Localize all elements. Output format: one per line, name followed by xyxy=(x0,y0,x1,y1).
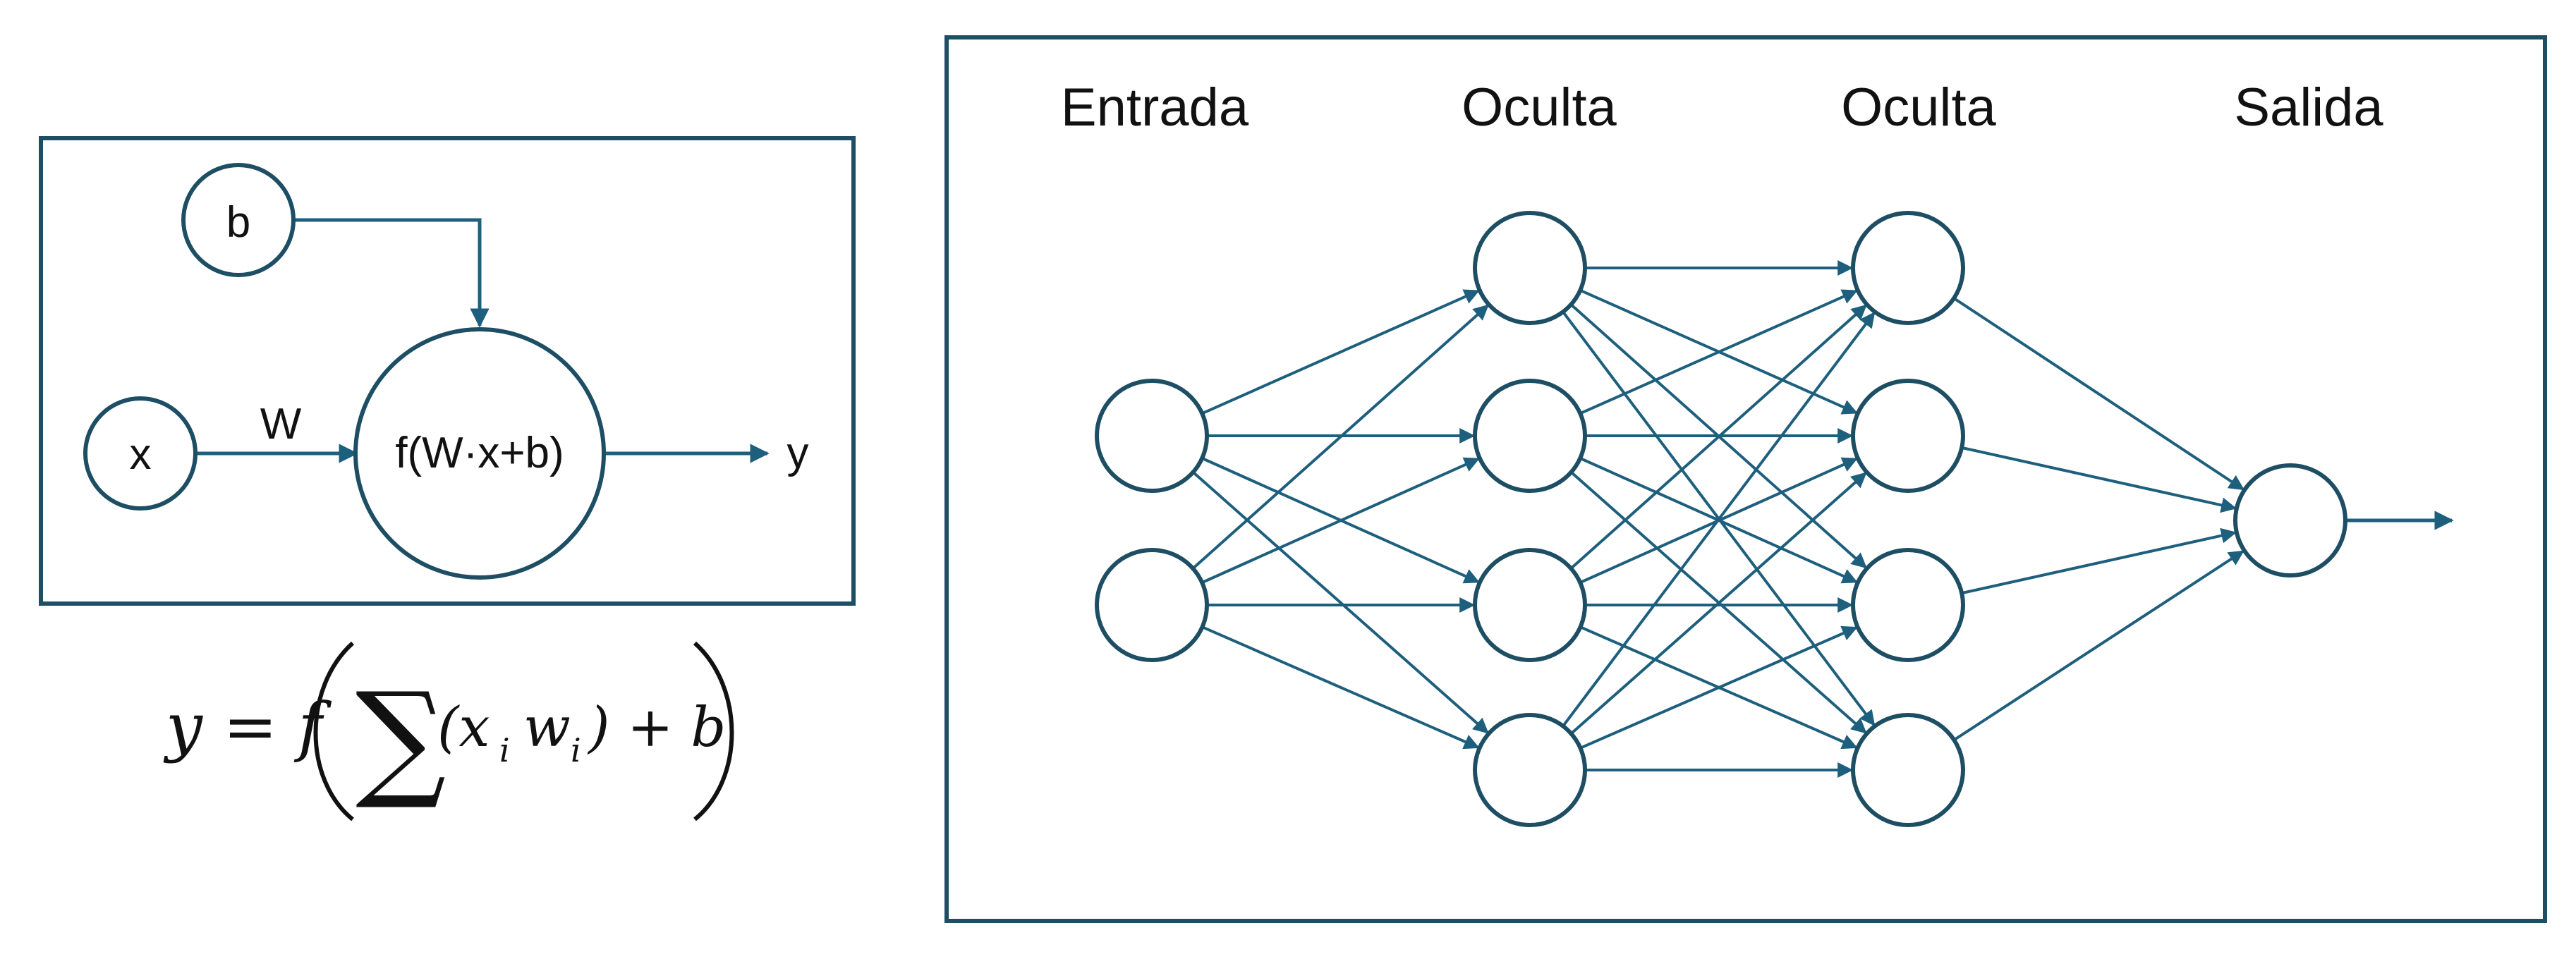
output-node-1 xyxy=(2233,463,2347,578)
formula-summation-symbol: ∑ xyxy=(356,666,446,813)
formula-right-paren xyxy=(693,641,734,821)
network-panel xyxy=(944,35,2547,923)
edge-l1-n1-to-l2-n0 xyxy=(1579,289,1858,415)
bias-to-neuron-edge xyxy=(294,218,490,328)
layer-label-output: Salida xyxy=(2234,78,2383,138)
formula-subscript-i-1: i xyxy=(499,731,510,769)
formula-tail: ) + b xyxy=(587,696,726,759)
hidden-2-node-4 xyxy=(1851,713,1965,827)
weight-label: W xyxy=(260,400,302,448)
layer-label-input: Entrada xyxy=(1061,78,1249,138)
formula-inner-open: (x xyxy=(437,696,490,759)
edge-l0-n0-to-l1-n3 xyxy=(1192,471,1489,734)
edge-l0-n1-to-l1-n1 xyxy=(1201,457,1480,584)
bias-label: b xyxy=(226,198,250,247)
hidden-2-node-3 xyxy=(1851,548,1965,662)
hidden-2-node-2 xyxy=(1851,379,1965,493)
edge-l2-n0-to-l3-n0 xyxy=(1952,297,2245,491)
edge-l0-n1-to-l1-n3 xyxy=(1201,625,1480,750)
hidden-1-node-4 xyxy=(1473,713,1587,827)
bias-node xyxy=(181,163,296,277)
network-nodes xyxy=(1095,211,2347,827)
formula-subscript-i-2: i xyxy=(571,731,581,769)
input-node xyxy=(83,396,198,511)
function-label: f(W·x+b) xyxy=(395,429,564,477)
edge-l1-n2-to-l2-n0 xyxy=(1569,304,1867,570)
input-node-1 xyxy=(1095,379,1209,493)
hidden-1-node-1 xyxy=(1473,211,1587,325)
network-layer-labels: Entrada Oculta Oculta Salida xyxy=(1061,78,2383,138)
formula-lhs: y = f xyxy=(163,689,332,764)
edge-l0-n0-to-l1-n0 xyxy=(1201,289,1480,415)
layer-label-hidden-2: Oculta xyxy=(1841,78,1996,138)
hidden-1-node-3 xyxy=(1473,548,1587,662)
hidden-1-node-2 xyxy=(1473,379,1587,493)
single-neuron-panel xyxy=(39,136,856,606)
function-node xyxy=(353,327,606,580)
edge-l2-n2-to-l3-n0 xyxy=(1961,527,2237,595)
edge-l1-n3-to-l2-n1 xyxy=(1570,472,1867,735)
formula-w: w xyxy=(523,696,571,759)
edge-l1-n3-to-l2-n2 xyxy=(1579,625,1858,750)
edge-l0-n1-to-l1-n0 xyxy=(1191,304,1489,570)
layer-label-hidden-1: Oculta xyxy=(1462,78,1617,138)
edge-l2-n1-to-l3-n0 xyxy=(1961,446,2237,513)
network-edges xyxy=(1191,260,2454,778)
edge-l1-n3-to-l2-n0 xyxy=(1562,312,1876,727)
formula-left-paren xyxy=(313,641,355,821)
hidden-2-node-1 xyxy=(1851,211,1965,325)
input-label: x xyxy=(130,430,152,479)
output-label: y xyxy=(787,429,809,477)
edge-l2-n3-to-l3-n0 xyxy=(1953,550,2244,742)
input-node-2 xyxy=(1095,548,1209,662)
